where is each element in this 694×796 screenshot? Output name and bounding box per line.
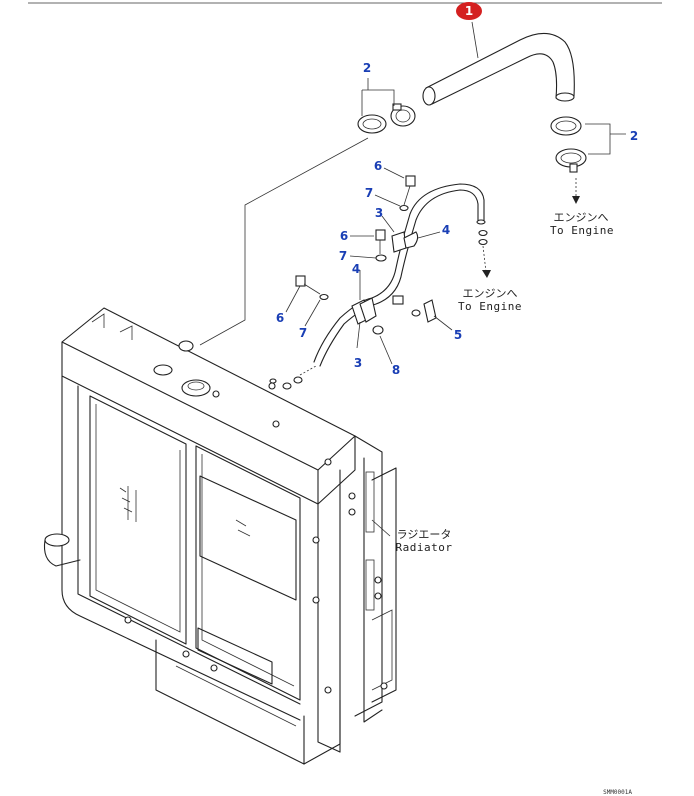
callout-2-right: 2 — [630, 129, 638, 143]
clamp-part-2-left — [357, 103, 416, 134]
washer-7-left — [319, 293, 329, 301]
washer-7-mid — [375, 254, 387, 262]
clamp-part-2-right — [550, 116, 587, 173]
callout-1-label: 1 — [465, 4, 473, 18]
clip-8 — [372, 325, 384, 335]
callout-5: 5 — [454, 328, 462, 342]
bolt-6-mid — [375, 229, 386, 254]
callout-3-top: 3 — [375, 206, 383, 220]
bolt-6-left — [295, 275, 321, 295]
leader-1 — [471, 21, 479, 59]
callout-8: 8 — [392, 363, 400, 377]
note-engine-1-en: To Engine — [550, 224, 614, 237]
note-engine-2-jp: エンジンへ — [463, 287, 518, 300]
breather-tube — [313, 183, 486, 367]
reference-code: SMM0001A — [603, 789, 632, 796]
bolt-6-top — [403, 175, 416, 206]
leader-2-left — [361, 78, 395, 116]
callout-7-left: 7 — [299, 326, 307, 340]
arrow-to-engine-2 — [478, 229, 491, 278]
arrow-to-engine-1 — [572, 178, 580, 204]
callout-3-bottom: 3 — [354, 356, 362, 370]
callout-6-top: 6 — [374, 159, 382, 173]
callout-6-left: 6 — [276, 311, 284, 325]
callout-6-mid: 6 — [340, 229, 348, 243]
bracket-5 — [392, 295, 437, 323]
callout-4-left: 4 — [352, 262, 360, 276]
small-bolts — [269, 365, 317, 390]
clamp-3-bottom — [351, 297, 377, 325]
washer-7-top — [399, 204, 409, 212]
note-engine-1-jp: エンジンへ — [554, 211, 609, 224]
callout-7-top: 7 — [365, 186, 373, 200]
clip-4-top — [403, 231, 419, 249]
leader-radiator-link — [199, 137, 369, 346]
clamp-3-top — [391, 231, 407, 253]
callout-2-left: 2 — [363, 61, 371, 75]
hose-part-1 — [422, 32, 575, 106]
note-radiator-jp: ラジエータ — [397, 528, 452, 541]
callout-4-right: 4 — [442, 223, 450, 237]
radiator-assembly — [43, 307, 397, 765]
note-engine-2-en: To Engine — [458, 300, 522, 313]
leader-radiator — [371, 519, 391, 537]
note-radiator-en: Radiator — [396, 541, 453, 554]
callout-leaders — [285, 167, 453, 365]
leader-2-right — [585, 123, 626, 155]
callout-7-mid: 7 — [339, 249, 347, 263]
callout-1: 1 — [456, 2, 482, 20]
